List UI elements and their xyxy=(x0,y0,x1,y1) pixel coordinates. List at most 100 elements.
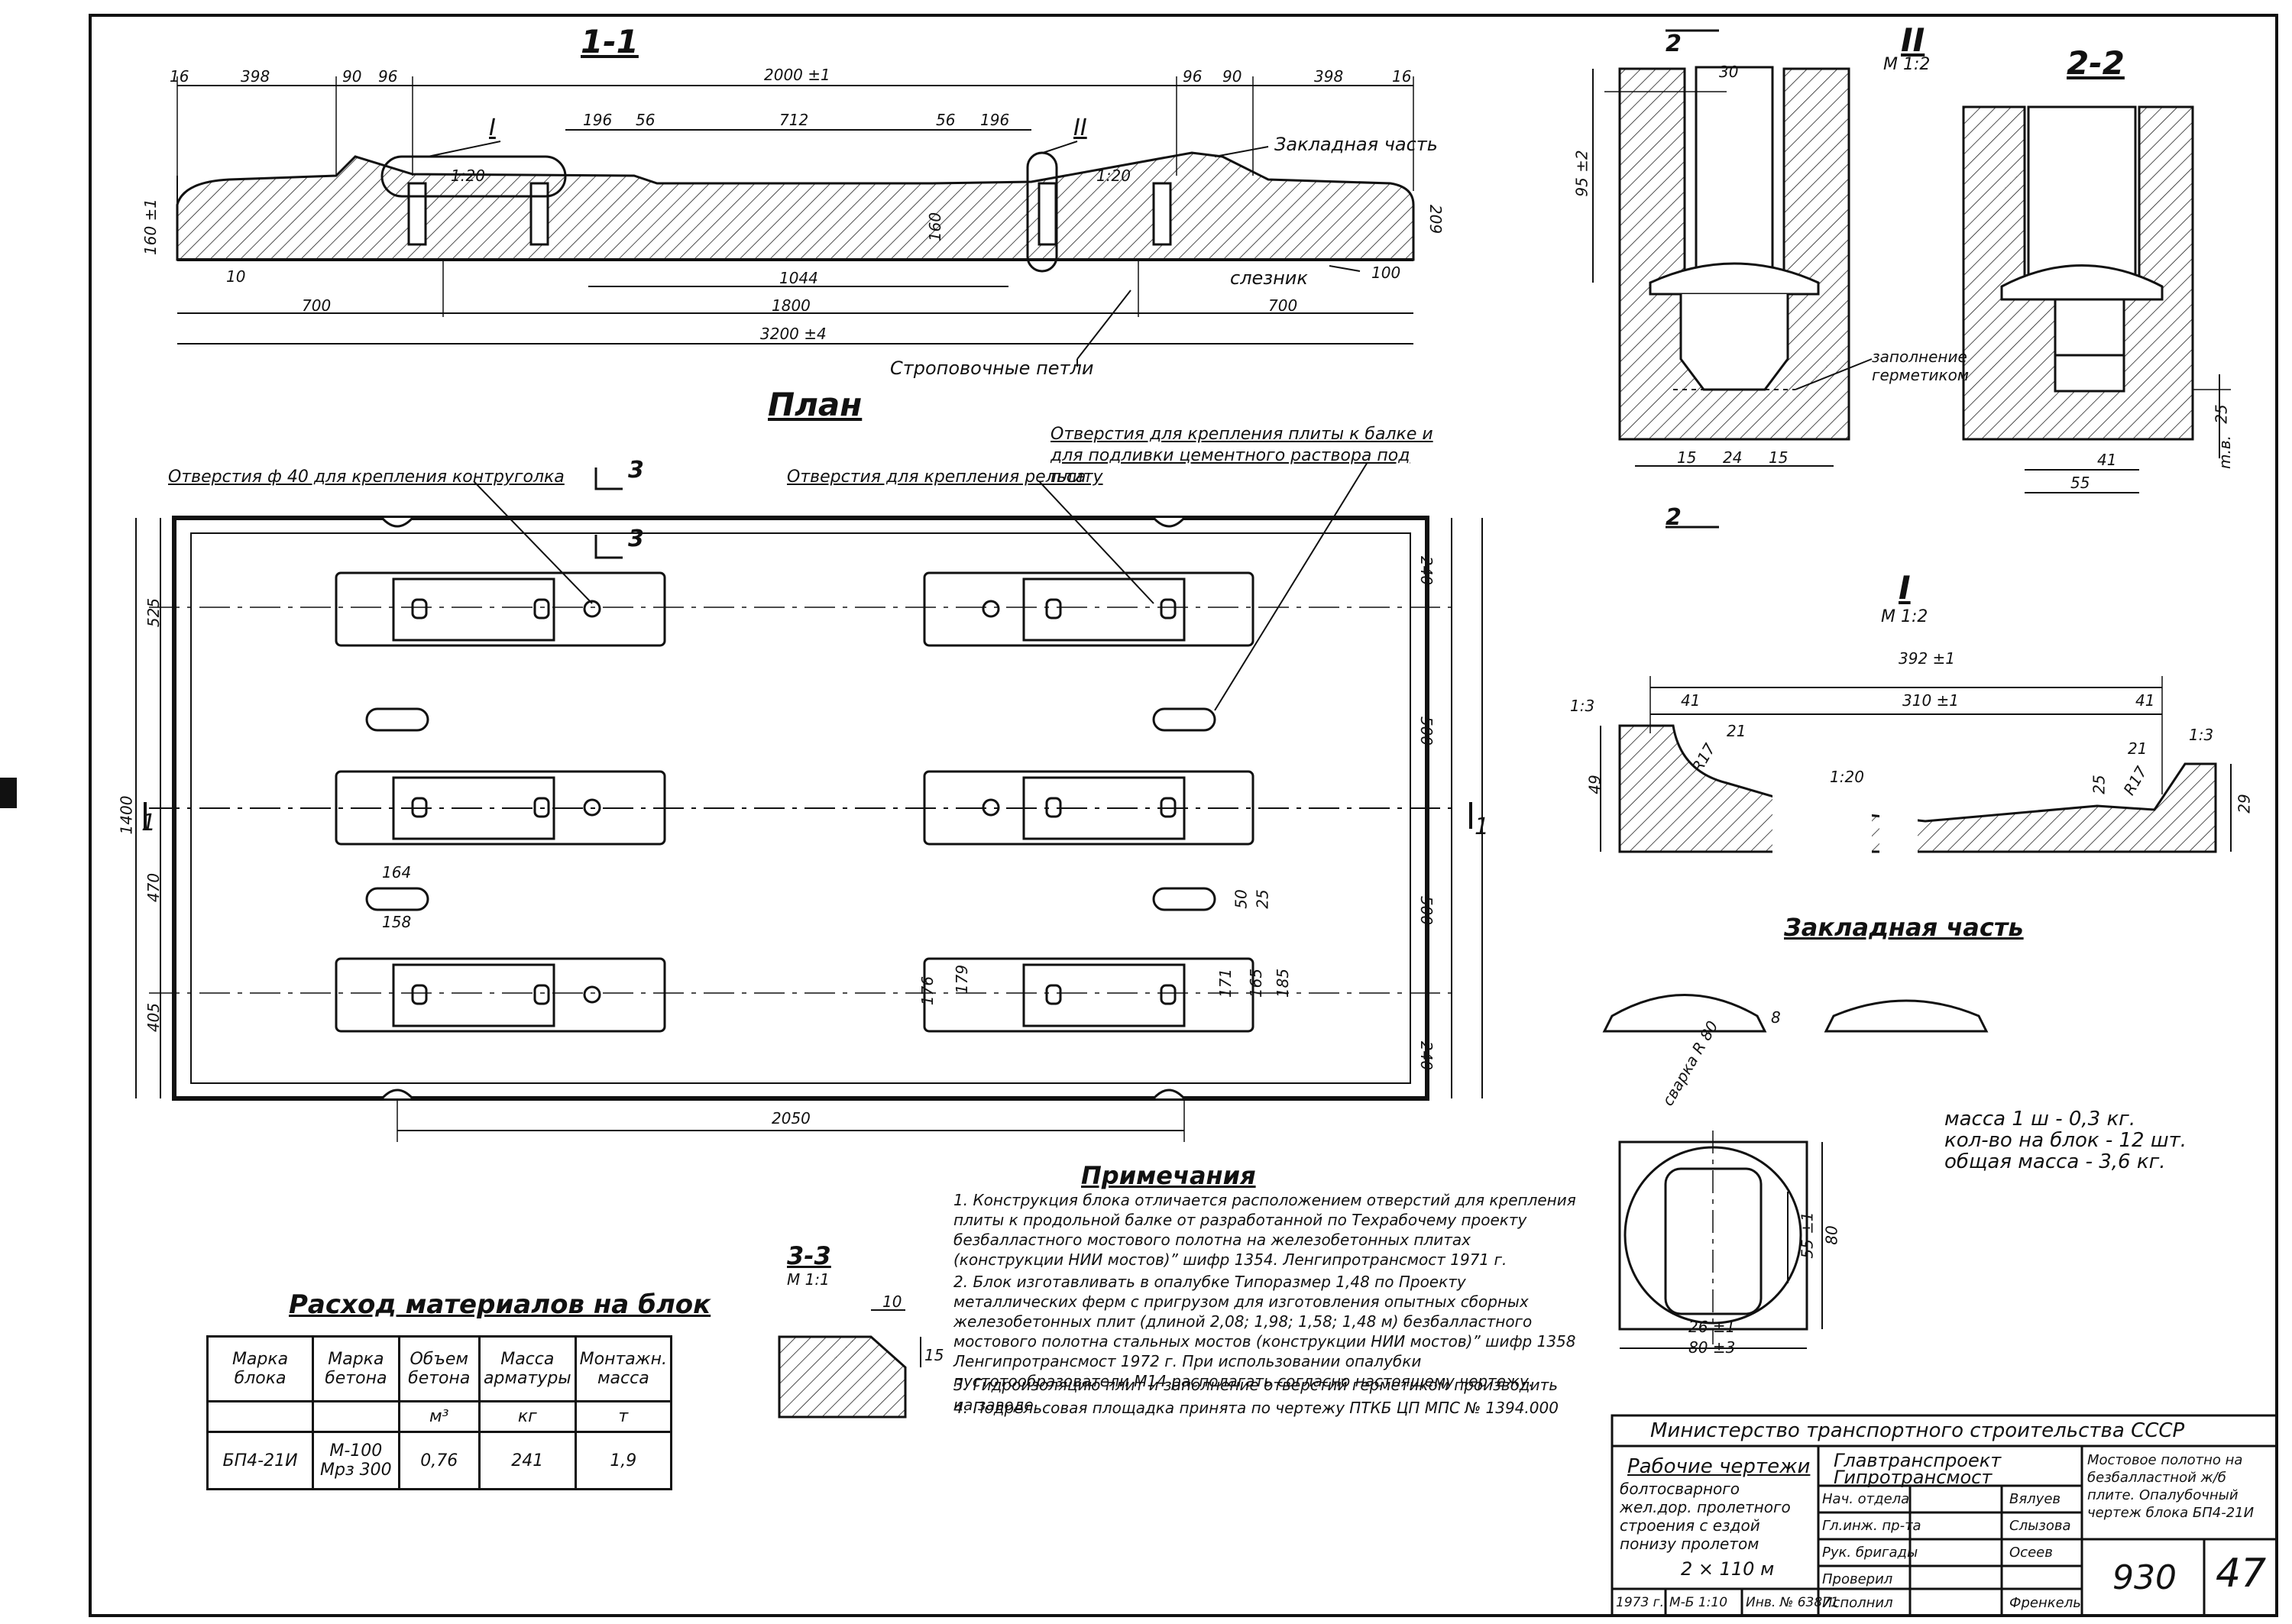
detail-I-slope-edge-right: 1:3 xyxy=(2189,726,2214,744)
dim-top-9: 16 xyxy=(1392,67,1412,86)
project-description: болтосварного жел.дор. пролетного строен… xyxy=(1620,1480,1791,1553)
name-2: Слызова xyxy=(2009,1518,2071,1534)
materials-unit xyxy=(312,1400,400,1433)
section-cut-right: 1 xyxy=(1475,814,1490,840)
beam-slots xyxy=(365,707,1216,911)
materials-header-row: Марка блока Марка бетона Объем бетона Ма… xyxy=(206,1335,673,1402)
plan-title: План xyxy=(768,386,863,423)
mass-line-2: кол-во на блок - 12 шт. xyxy=(1944,1129,2187,1152)
dim-top-3: 90 xyxy=(342,67,362,86)
section-2-2-drawing xyxy=(1962,105,2231,493)
pad-dim-179: 179 xyxy=(953,964,972,995)
name-3: Осеев xyxy=(2009,1545,2053,1561)
detail-II-dim-1: 15 xyxy=(1677,448,1697,467)
height-right: 209 xyxy=(1426,204,1445,235)
plan-dim-right-3: 500 xyxy=(1417,895,1436,926)
materials-unit: т xyxy=(574,1400,673,1433)
section-2-2-dim-55: 55 xyxy=(2070,474,2090,492)
dim-top-6: 96 xyxy=(1183,67,1203,86)
plate-dim-26: 26 ±1 xyxy=(1688,1318,1736,1336)
plan-dim-left-2: 470 xyxy=(144,872,163,903)
role-4: Проверил xyxy=(1822,1571,1893,1587)
role-3: Рук. бригады xyxy=(1822,1545,1918,1561)
rail-pads xyxy=(335,571,1254,1033)
sheet-frame xyxy=(89,14,2278,1617)
detail-I-h25: 25 xyxy=(2090,775,2109,794)
materials-cell: БП4-21И xyxy=(206,1431,315,1490)
plan-dim-right-2: 500 xyxy=(1417,716,1436,746)
rail-holes xyxy=(411,598,1177,1005)
detail-II-title: II xyxy=(1901,21,1925,59)
label-lifting-loops: Строповочные петли xyxy=(890,357,1094,379)
plan-dim-2050: 2050 xyxy=(772,1109,811,1127)
section-3-3-dim-10: 10 xyxy=(882,1292,902,1311)
name-1: Вялуев xyxy=(2009,1491,2061,1507)
section-1-1-drawing xyxy=(176,76,1415,367)
mass-line-1: масса 1 ш - 0,3 кг. xyxy=(1944,1108,2136,1131)
height-left: 160 ±1 xyxy=(141,198,160,256)
detail-I-h49: 49 xyxy=(1585,775,1604,794)
slope-right: 1:20 xyxy=(1096,167,1131,185)
materials-unit xyxy=(206,1400,315,1433)
detail-I-h29: 29 xyxy=(2235,794,2254,814)
year: 1973 г. xyxy=(1616,1595,1665,1610)
section-1-1-title: 1-1 xyxy=(581,23,639,60)
detail-I-slope-edge-left: 1:3 xyxy=(1570,697,1595,715)
inventory-number: Инв. № 63871 xyxy=(1746,1595,1839,1610)
section-2-2-mark: m.в. xyxy=(2215,435,2234,469)
materials-title: Расход материалов на блок xyxy=(289,1289,711,1320)
role-1: Нач. отдела xyxy=(1822,1491,1910,1507)
materials-header: Монтажн. масса xyxy=(574,1335,673,1402)
callout-II: II xyxy=(1073,115,1087,141)
detail-I-h21-right: 21 xyxy=(2128,739,2148,758)
detail-I-total: 392 ±1 xyxy=(1899,649,1956,668)
plate-dim-80: 80 xyxy=(1822,1225,1841,1245)
height-mid: 160 xyxy=(926,212,945,242)
plan-dim-total: 1400 xyxy=(117,795,136,835)
label-holes-rail: Отверстия для крепления рельса xyxy=(787,467,1086,487)
section-2-2-title: 2-2 xyxy=(2067,44,2125,82)
title-block-grid xyxy=(1611,1414,2278,1617)
detail-I-scale: М 1:2 xyxy=(1881,607,1928,626)
pad-dim-171: 171 xyxy=(1216,968,1235,998)
dim-1800: 1800 xyxy=(772,296,811,315)
small-dim-25: 25 xyxy=(1253,889,1272,909)
detail-I-slope: 1:20 xyxy=(1830,768,1864,786)
pad-dim-185: 185 xyxy=(1274,968,1293,998)
label-holes-beam: Отверстия для крепления плиты к балке и … xyxy=(1050,425,1433,487)
embedded-part-title: Закладная часть xyxy=(1784,913,2024,942)
dim-700-left: 700 xyxy=(302,296,332,315)
detail-II-width: 30 xyxy=(1719,63,1739,81)
plate-dim-55: 55 ±1 xyxy=(1798,1212,1817,1259)
materials-table: Марка блока Марка бетона Объем бетона Ма… xyxy=(206,1335,673,1490)
dim-top-7: 90 xyxy=(1222,67,1242,86)
section-3-3-title: 3-3 xyxy=(787,1241,831,1270)
materials-cell: М-100 Мрз 300 xyxy=(312,1431,400,1490)
plan-dim-right-4: 240 xyxy=(1417,1040,1436,1071)
materials-row: БП4-21И М-100 Мрз 300 0,76 241 1,9 xyxy=(206,1431,673,1490)
detail-I-h21-left: 21 xyxy=(1727,722,1747,740)
materials-unit: кг xyxy=(478,1400,577,1433)
dim-1044: 1044 xyxy=(779,269,818,287)
plan-dim-left-1: 525 xyxy=(144,597,163,628)
materials-cell: 1,9 xyxy=(574,1431,673,1490)
dim-inner-1: 196 xyxy=(583,111,613,129)
materials-cell: 0,76 xyxy=(397,1431,481,1490)
name-5: Френкель xyxy=(2009,1595,2081,1611)
materials-unit: м³ xyxy=(397,1400,481,1433)
materials-header: Марка бетона xyxy=(312,1335,400,1402)
materials-cell: 241 xyxy=(478,1431,577,1490)
work-title: Рабочие чертежи xyxy=(1627,1455,1811,1478)
section-2-2-dim-41: 41 xyxy=(2097,451,2117,469)
label-drip: слезник xyxy=(1230,267,1308,289)
role-2: Гл.инж. пр-та xyxy=(1822,1518,1921,1534)
cut-mark-2-top: 2 xyxy=(1666,31,1682,57)
drop-small: 10 xyxy=(226,267,246,286)
dim-inner-3: 712 xyxy=(779,111,809,129)
plate-dim-80-bottom: 80 ±3 xyxy=(1688,1338,1736,1357)
detail-II-scale: М 1:2 xyxy=(1883,55,1931,74)
slot-dim-164: 164 xyxy=(382,863,412,882)
section-mark-3b: 3 xyxy=(628,526,644,552)
dim-inner-4: 56 xyxy=(936,111,956,129)
